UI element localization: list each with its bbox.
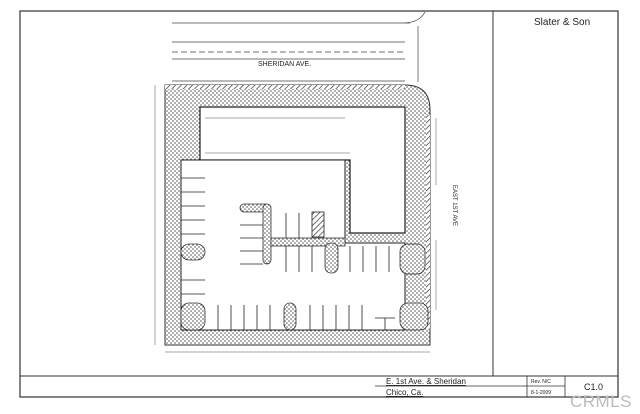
project-name: E. 1st Ave. & Sheridan bbox=[386, 377, 466, 386]
watermark: CRMLS bbox=[569, 392, 632, 411]
firm-name: Slater & Son bbox=[534, 17, 590, 28]
sheet-number: C1.0 bbox=[584, 382, 603, 392]
title-block bbox=[375, 376, 566, 397]
sheridan-ave-lines bbox=[172, 11, 426, 82]
drawing-date: 8-1-2009 bbox=[531, 390, 551, 396]
trash-enclosure bbox=[311, 211, 325, 238]
dimension-lines bbox=[154, 85, 437, 353]
east-hatch-strip bbox=[426, 115, 430, 330]
landscape-islands bbox=[180, 203, 429, 331]
revision: Rev. N/C bbox=[531, 379, 551, 385]
project-city: Chico, Ca. bbox=[386, 388, 423, 397]
parking-stalls bbox=[181, 177, 395, 330]
street-label-east: EAST 1ST AVE bbox=[451, 185, 457, 226]
north-hatch-strip bbox=[165, 85, 405, 89]
sheet-border bbox=[19, 10, 619, 398]
street-label-north: SHERIDAN AVE. bbox=[258, 61, 311, 68]
